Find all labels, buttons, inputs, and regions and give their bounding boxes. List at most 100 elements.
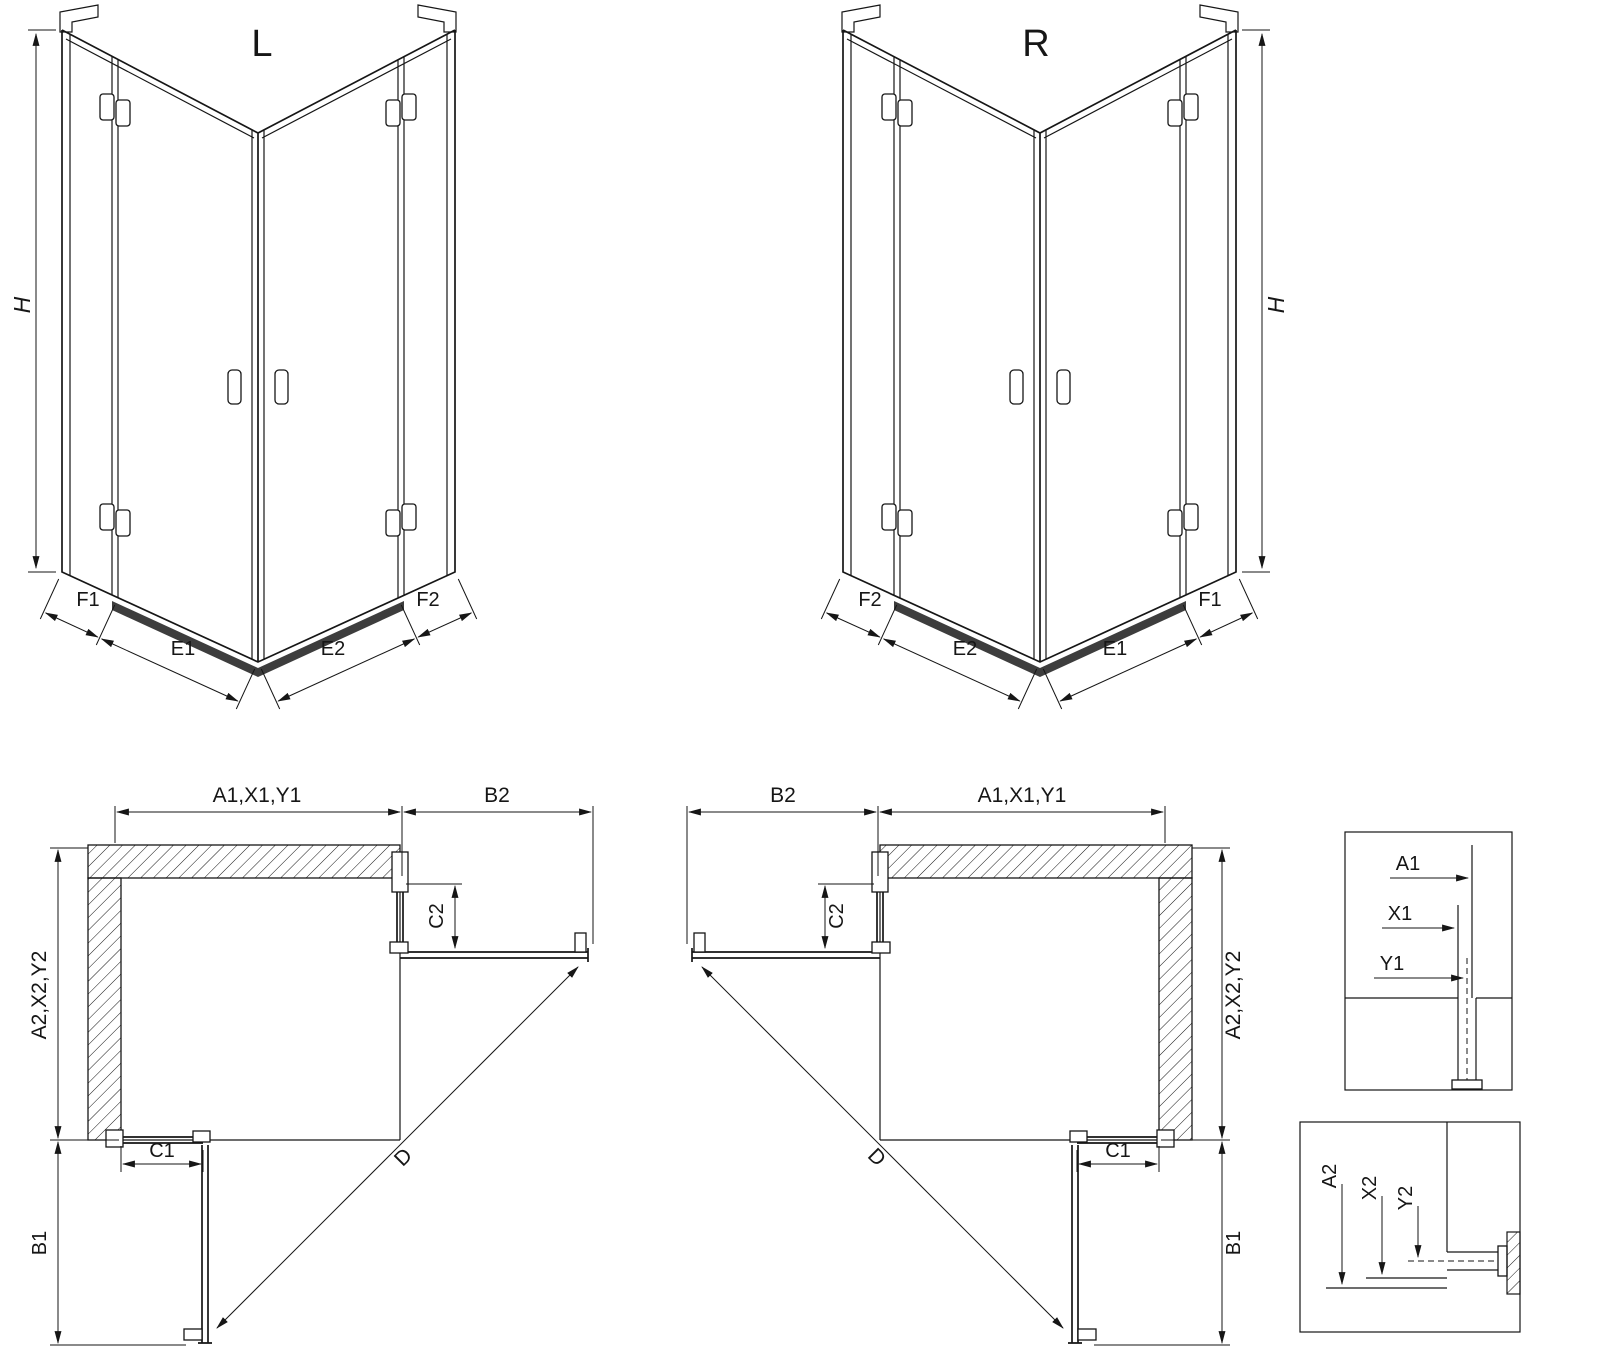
hinge-icon (881, 503, 897, 531)
door-handle-icons (1009, 369, 1071, 405)
return-panel-and-open-door (691, 878, 884, 962)
detail-view-top: A1 X1 Y1 (1344, 831, 1513, 1091)
dim-label-b2: B2 (484, 784, 510, 807)
dim-height-right: H (1242, 29, 1289, 573)
iso-view-right: R H F2 (820, 4, 1289, 710)
extension-lines (114, 806, 403, 876)
hinge-icon (385, 509, 401, 537)
tray-outline (121, 878, 401, 1141)
hinge-icon (115, 99, 131, 127)
dim-label-d: D (390, 1144, 417, 1171)
dim-label-c1: C1 (149, 1140, 175, 1162)
extension-lines (120, 1146, 204, 1172)
dim-label-h: H (1263, 296, 1289, 313)
dim-c2: C2 (818, 883, 874, 950)
wall-profile-icon (391, 851, 409, 893)
dim-label-x1: X1 (1388, 903, 1412, 925)
dim-label-c2: C2 (826, 903, 848, 929)
dim-a1: A1,X1,Y1 (877, 784, 1166, 876)
dim-c1: C1 (120, 1140, 204, 1172)
dim-label-y1: Y1 (1380, 953, 1404, 975)
door-handle-icon (1056, 369, 1071, 405)
dim-line-f1 (44, 612, 99, 638)
dim-label-f2: F2 (416, 589, 439, 611)
door-handle-icon (693, 932, 706, 953)
profile-section-lines (1345, 845, 1512, 1086)
detail-view-bottom: A2 X2 Y2 (1299, 1121, 1521, 1333)
dim-label-c1: C1 (1105, 1140, 1131, 1162)
wall-hatched (1506, 1231, 1521, 1295)
dim-label-a2: A2,X2,Y2 (28, 951, 51, 1040)
door-handle-icon (1009, 369, 1024, 405)
glass-walls (61, 29, 456, 663)
dim-line-e2 (882, 638, 1021, 702)
extension-lines (877, 806, 1166, 876)
dim-label-a1: A1,X1,Y1 (213, 784, 302, 807)
dim-label-b1: B1 (1223, 1231, 1245, 1255)
dim-b2: B2 (402, 784, 594, 944)
dim-label-f1: F1 (76, 589, 99, 611)
wall-top-hatched (879, 844, 1193, 879)
dim-bottom-right: F2 E2 E1 F1 (820, 578, 1259, 710)
hinge-icons (99, 93, 417, 537)
profile-end-cap (1497, 1245, 1508, 1277)
hinge-icon (871, 941, 891, 954)
dim-b1: B1 (1094, 1140, 1245, 1346)
hinge-icon (401, 93, 417, 121)
dim-a1: A1,X1,Y1 (114, 784, 403, 876)
tray-outline (879, 878, 1159, 1141)
extension-lines (1242, 29, 1270, 573)
dim-label-e2: E2 (321, 638, 345, 660)
return-panel-and-open-door (396, 878, 589, 962)
wall-profile-icon (1156, 1129, 1175, 1148)
detail-box-frame (1299, 1121, 1521, 1333)
profile-section-lines (1326, 1122, 1504, 1289)
dim-label-e1: E1 (1103, 638, 1127, 660)
wall-profile-icon (105, 1129, 124, 1148)
hinge-icon (389, 941, 409, 954)
dim-line-d (216, 966, 579, 1329)
detail-box-frame (1344, 831, 1513, 1091)
panel-frame-lines (846, 34, 1233, 659)
dim-label-b2: B2 (770, 784, 796, 807)
fixed-panel-and-open-door-bottom (1068, 1136, 1159, 1344)
dim-bottom-left: F1 E1 E2 F2 (39, 578, 478, 710)
hinge-icon (192, 1130, 211, 1143)
dim-label-f1: F1 (1198, 589, 1221, 611)
hinge-icons (881, 93, 1199, 537)
panel-frame-lines (65, 34, 452, 659)
dim-c2: C2 (406, 883, 462, 950)
dim-label-f2: F2 (858, 589, 881, 611)
extension-lines (820, 578, 1259, 710)
hinge-icon (401, 503, 417, 531)
glass-walls (842, 29, 1237, 663)
wall-top-hatched (87, 844, 401, 879)
dim-line-d (701, 966, 1064, 1329)
hinge-icon (115, 509, 131, 537)
dim-label-d: D (863, 1144, 890, 1171)
dim-a2: A2,X2,Y2 (28, 847, 119, 1141)
door-handle-icons (227, 369, 289, 405)
dim-line-e1 (100, 638, 239, 702)
extension-lines (39, 578, 478, 710)
hinge-icon (1167, 99, 1183, 127)
extension-lines (28, 29, 56, 573)
wall-left-hatched (87, 877, 122, 1141)
hinge-icon (99, 93, 115, 121)
dim-label-y2: Y2 (1395, 1186, 1417, 1210)
dim-b1: B1 (29, 1140, 186, 1346)
dim-label-x2: X2 (1359, 1176, 1381, 1200)
dim-height-left: H (9, 29, 56, 573)
dim-a2: A2,X2,Y2 (1161, 847, 1245, 1141)
dim-c1: C1 (1076, 1140, 1160, 1172)
hinge-icon (99, 503, 115, 531)
wall-bracket-icons (59, 4, 457, 33)
dim-b2: B2 (686, 784, 878, 944)
dim-line-f2 (825, 612, 881, 638)
door-handle-icon (227, 369, 242, 405)
plan-view-left: A1,X1,Y1 B2 C2 A2,X2,Y2 C1 B1 (28, 784, 594, 1346)
extension-lines (1076, 1146, 1160, 1172)
dim-d: D (701, 966, 1064, 1329)
